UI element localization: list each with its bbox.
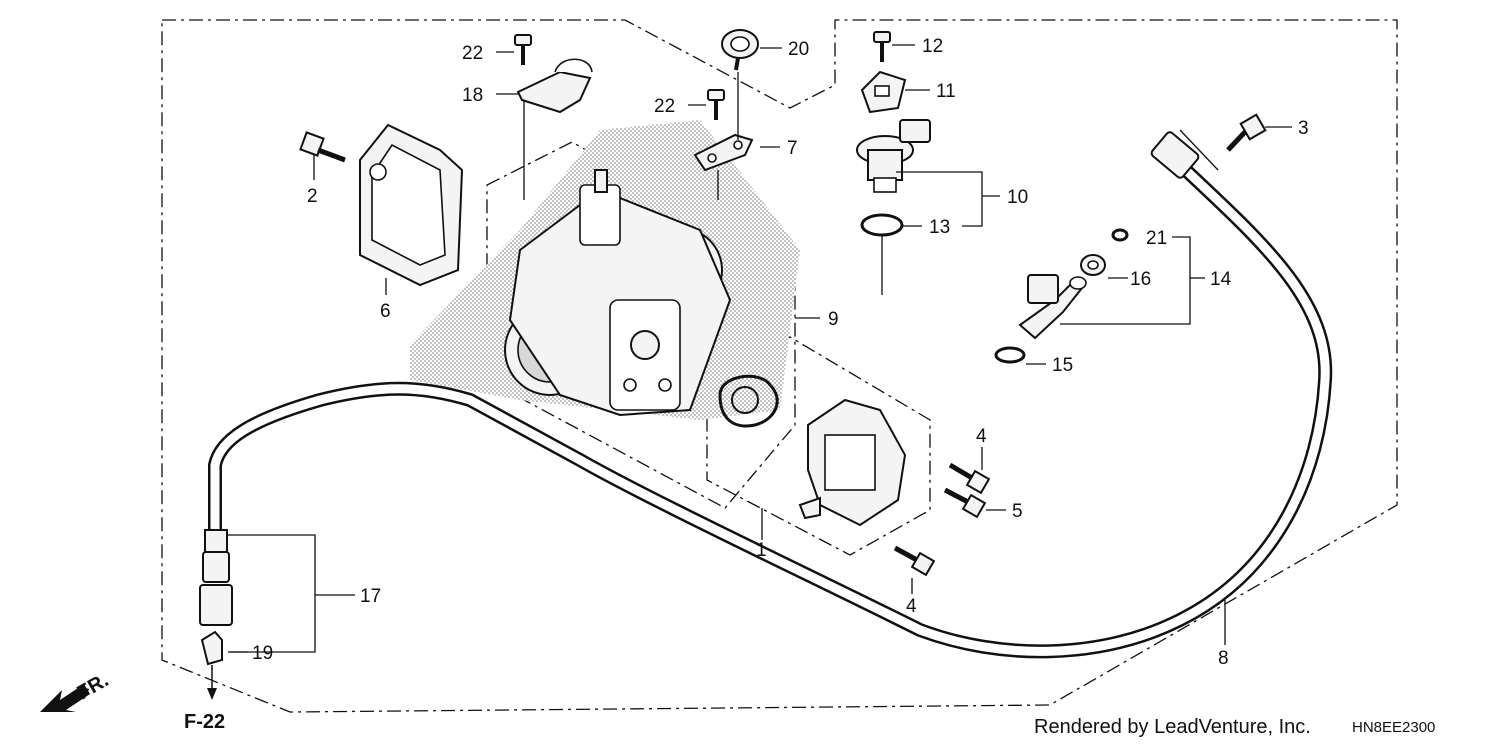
bolt-4-upper[interactable]	[948, 462, 991, 495]
screw-22-left[interactable]	[514, 34, 532, 65]
seal-16[interactable]	[1080, 254, 1106, 276]
bolt-2[interactable]	[299, 131, 346, 163]
bolt-5[interactable]	[943, 487, 987, 519]
harness-8[interactable]	[208, 131, 1333, 659]
o-ring-21[interactable]	[1111, 228, 1129, 242]
callout-4-upper[interactable]: 4	[976, 426, 987, 447]
callout-21[interactable]: 21	[1146, 228, 1167, 249]
plate-11[interactable]	[860, 70, 907, 114]
bolt-3[interactable]	[1226, 113, 1267, 152]
fitting-20[interactable]	[721, 29, 759, 71]
injector-14[interactable]	[1018, 274, 1087, 340]
callout-5[interactable]: 5	[1012, 501, 1023, 522]
clip-19[interactable]	[200, 630, 223, 700]
callout-1[interactable]: 1	[756, 540, 767, 561]
sensor-module-1[interactable]	[798, 398, 907, 527]
grommet-15[interactable]	[994, 346, 1026, 364]
sensor-10[interactable]	[856, 119, 931, 193]
callout-18[interactable]: 18	[462, 85, 483, 106]
callout-10[interactable]: 10	[1007, 187, 1028, 208]
callout-19[interactable]: 19	[252, 643, 273, 664]
bracket-18[interactable]	[516, 58, 593, 114]
throttle-cover[interactable]	[359, 123, 464, 287]
assembly-boundary	[161, 19, 1398, 713]
diagram-code: HN8EE2300	[1352, 719, 1435, 736]
callout-17[interactable]: 17	[360, 586, 381, 607]
o-ring-13[interactable]	[860, 213, 904, 237]
throttle-body[interactable]	[504, 169, 732, 417]
callout-13[interactable]: 13	[929, 217, 950, 238]
front-direction-arrow: FR.	[40, 669, 112, 712]
leader-lines	[228, 44, 1292, 653]
callout-2[interactable]: 2	[307, 186, 318, 207]
reference-f22[interactable]: F-22	[184, 711, 225, 733]
screw-12[interactable]	[873, 31, 891, 62]
callout-14[interactable]: 14	[1210, 269, 1232, 290]
callout-7[interactable]: 7	[787, 138, 798, 159]
callout-16[interactable]: 16	[1130, 269, 1151, 290]
throttle-body-boundary	[486, 141, 796, 509]
callout-6[interactable]: 6	[380, 301, 391, 322]
callout-12[interactable]: 12	[922, 36, 943, 57]
callout-9[interactable]: 9	[828, 309, 839, 330]
callout-22-left[interactable]: 22	[462, 43, 483, 64]
callout-15[interactable]: 15	[1052, 355, 1073, 376]
gasket-9[interactable]	[718, 374, 779, 428]
sensor-boundary	[706, 336, 931, 556]
callout-11[interactable]: 11	[936, 81, 956, 102]
screw-22-right[interactable]	[707, 89, 725, 120]
credit-text: Rendered by LeadVenture, Inc.	[1034, 716, 1311, 738]
callout-22-right[interactable]: 22	[654, 96, 675, 117]
plate-7[interactable]	[693, 133, 754, 172]
callout-8[interactable]: 8	[1218, 648, 1229, 669]
callout-4-lower[interactable]: 4	[906, 596, 917, 617]
bolt-4-lower[interactable]	[893, 545, 936, 577]
callout-20[interactable]: 20	[788, 39, 809, 60]
connector-17[interactable]	[199, 529, 233, 626]
callout-3[interactable]: 3	[1298, 118, 1309, 139]
